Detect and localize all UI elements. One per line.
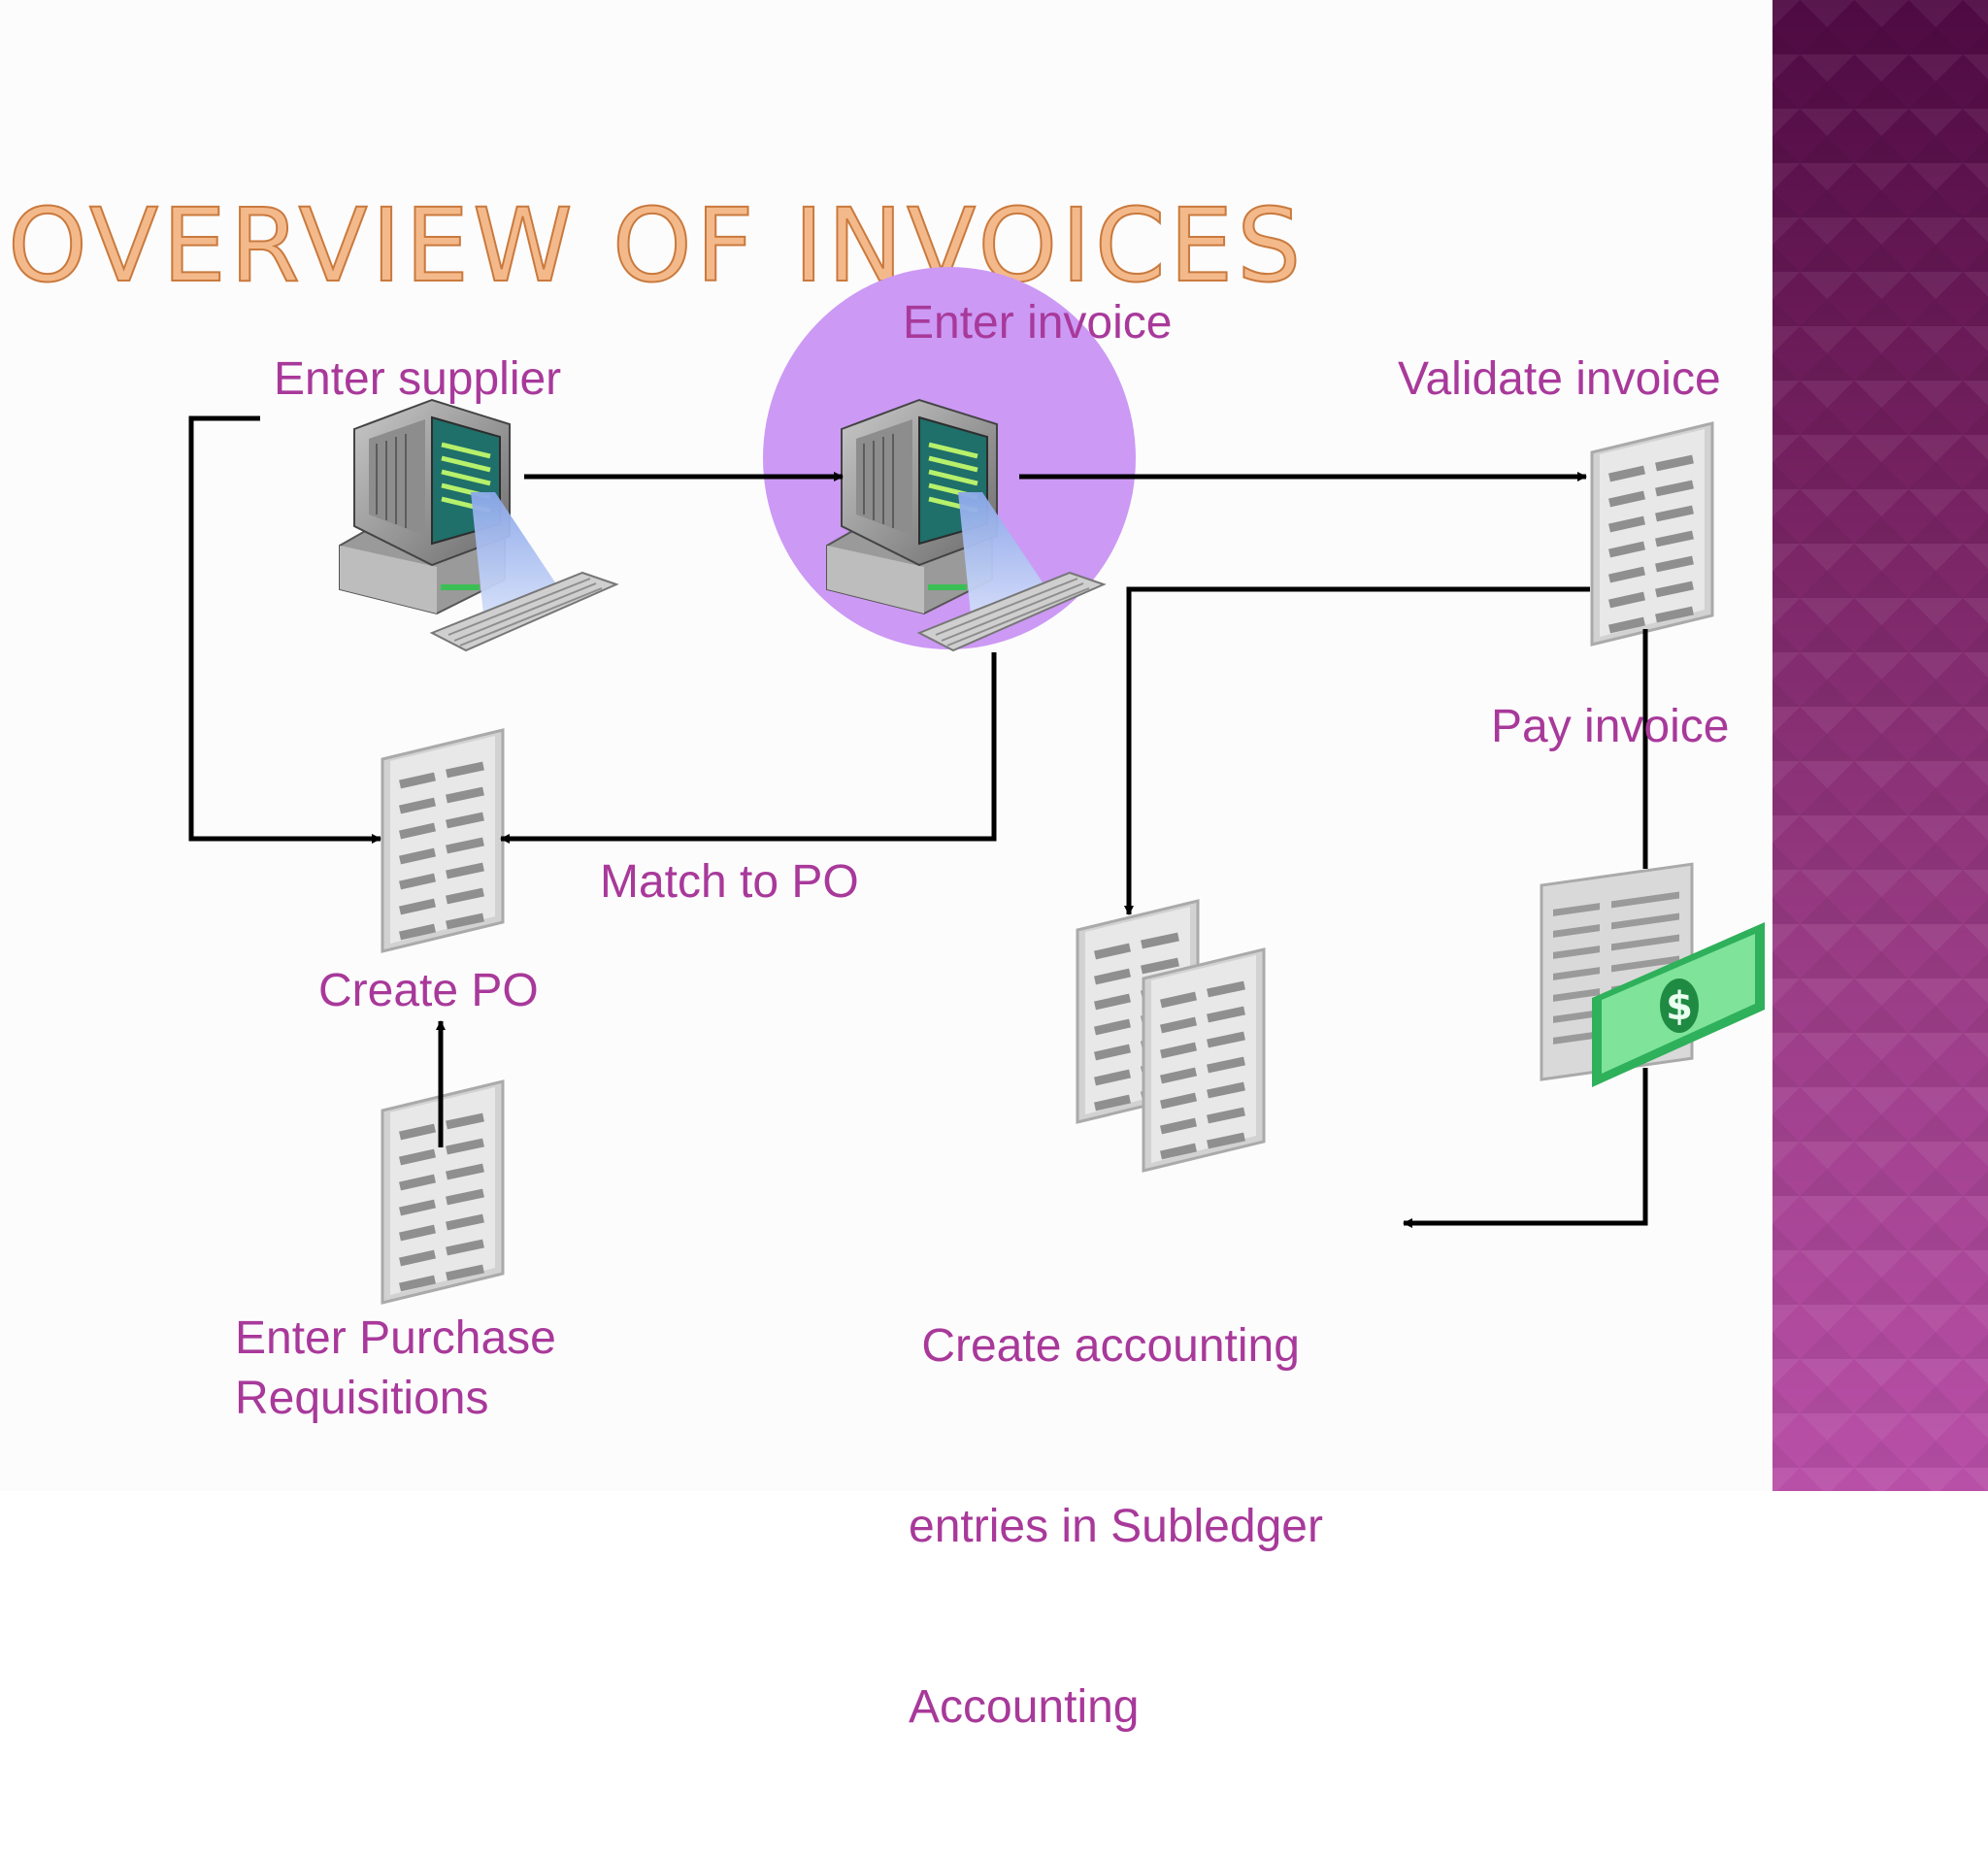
label-line: entries in Subledger (909, 1501, 1323, 1552)
page-title: Overview of Invoices (7, 185, 1306, 306)
label-line: Accounting (909, 1681, 1140, 1733)
documents-icon (1077, 901, 1264, 1171)
decorative-side-band (1773, 0, 1988, 1491)
document-icon (1592, 423, 1712, 645)
label-pay-invoice: Pay invoice (1491, 701, 1730, 752)
document-icon (382, 730, 503, 951)
label-line: Requisitions (235, 1373, 489, 1424)
connectors (188, 415, 1648, 1228)
label-create-accounting: Create accounting entries in Subledger A… (909, 1196, 1323, 1858)
payment-icon: $ (1540, 862, 1765, 1087)
label-match-to-po: Match to PO (600, 856, 859, 908)
label-create-po: Create PO (318, 965, 539, 1016)
invoice-flow-diagram: $ (188, 267, 1765, 1491)
svg-text:$: $ (1666, 984, 1693, 1029)
label-enter-purchase-requisitions: Enter Purchase Requisitions (235, 1309, 556, 1429)
computer-icon (340, 400, 616, 650)
diamond-pattern (1773, 0, 1988, 1491)
label-line: Create accounting (909, 1320, 1300, 1372)
label-line: Enter Purchase (235, 1312, 556, 1364)
label-enter-supplier: Enter supplier (274, 353, 562, 405)
label-enter-invoice: Enter invoice (903, 297, 1173, 348)
slide: Overview of Invoices (6, 185, 1765, 1733)
label-validate-invoice: Validate invoice (1398, 353, 1721, 405)
